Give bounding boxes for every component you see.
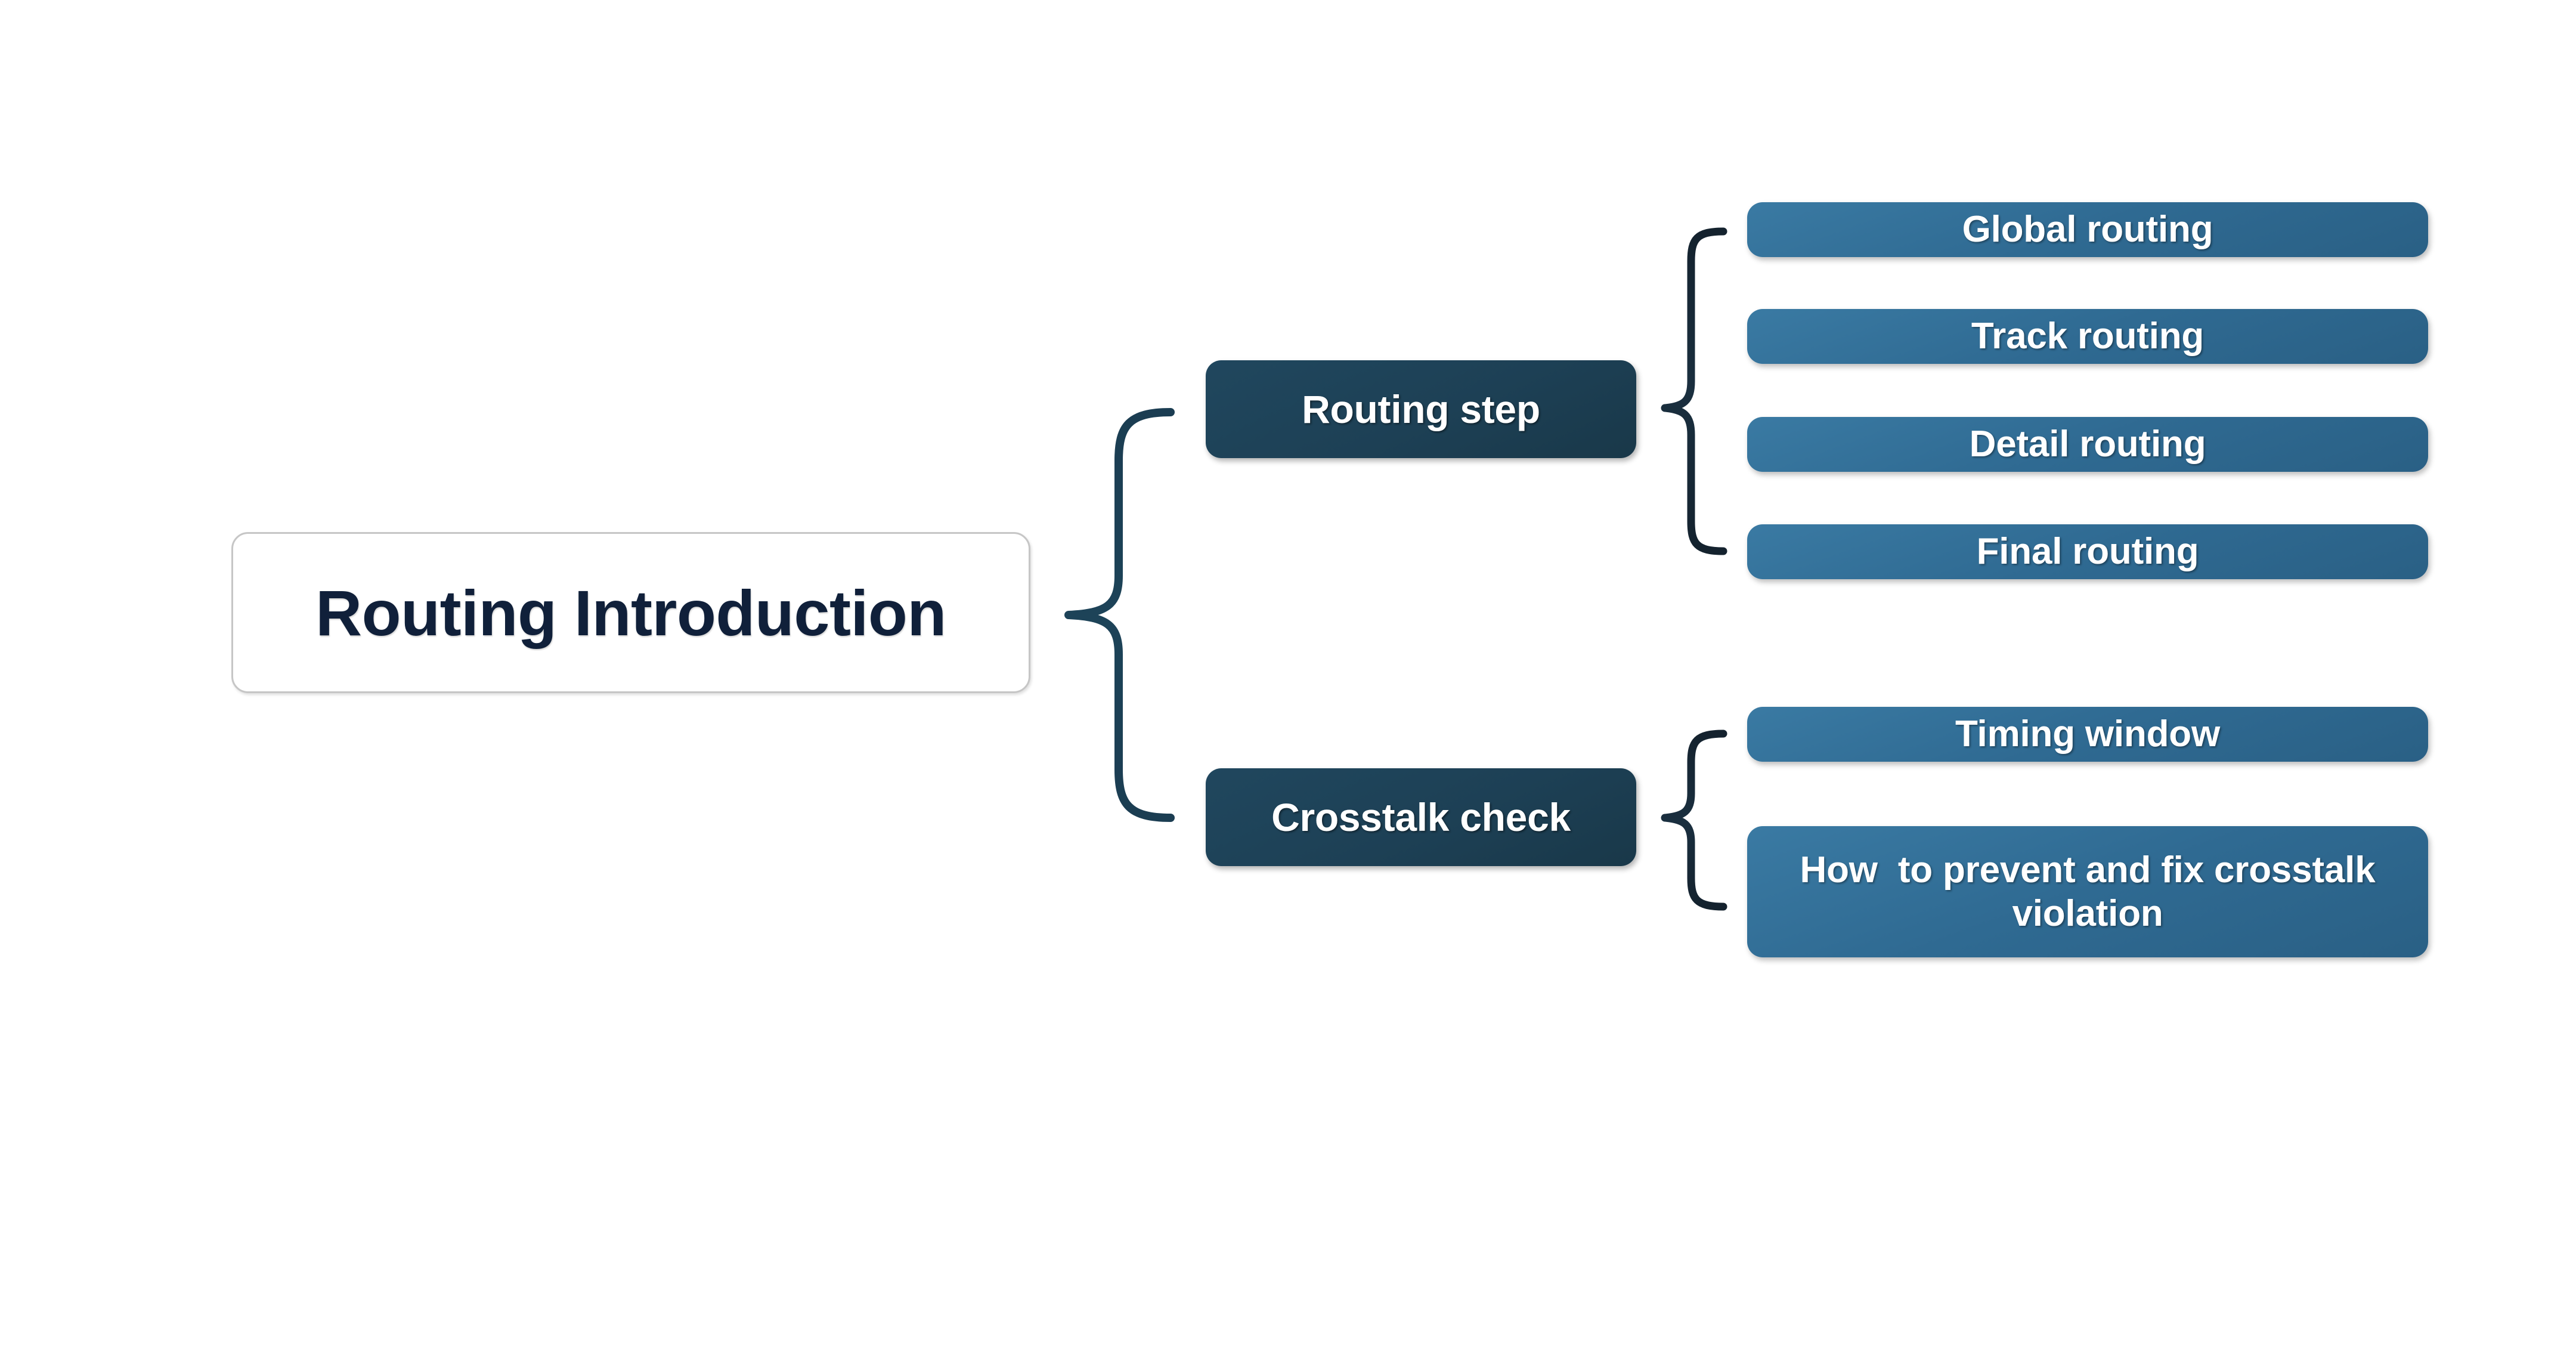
branch-node-label: Routing step — [1302, 387, 1540, 431]
leaf-node-final-routing[interactable]: Final routing — [1747, 524, 2428, 579]
root-node-label: Routing Introduction — [315, 576, 946, 649]
leaf-node-label: Detail routing — [1969, 424, 2206, 465]
routing-step-brace-icon — [1661, 227, 1727, 555]
leaf-node-label: Track routing — [1971, 316, 2205, 357]
leaf-node-label: Global routing — [1962, 209, 2213, 251]
leaf-node-timing-window[interactable]: Timing window — [1747, 707, 2428, 762]
leaf-node-label: Timing window — [1955, 713, 2220, 755]
crosstalk-check-brace-icon — [1661, 730, 1727, 911]
branch-node-label: Crosstalk check — [1271, 795, 1571, 839]
leaf-node-label: Final routing — [1976, 531, 2199, 573]
branch-node-crosstalk-check[interactable]: Crosstalk check — [1206, 768, 1636, 866]
leaf-node-label: How to prevent and fix crosstalk violati… — [1800, 849, 2386, 934]
leaf-node-track-routing[interactable]: Track routing — [1747, 309, 2428, 364]
leaf-node-global-routing[interactable]: Global routing — [1747, 202, 2428, 257]
leaf-node-how-to-prevent-and-fix-crosstalk-violation[interactable]: How to prevent and fix crosstalk violati… — [1747, 826, 2428, 957]
branch-node-routing-step[interactable]: Routing step — [1206, 360, 1636, 458]
root-node[interactable]: Routing Introduction — [231, 532, 1030, 693]
leaf-node-detail-routing[interactable]: Detail routing — [1747, 417, 2428, 472]
main-brace-icon — [1064, 408, 1175, 822]
